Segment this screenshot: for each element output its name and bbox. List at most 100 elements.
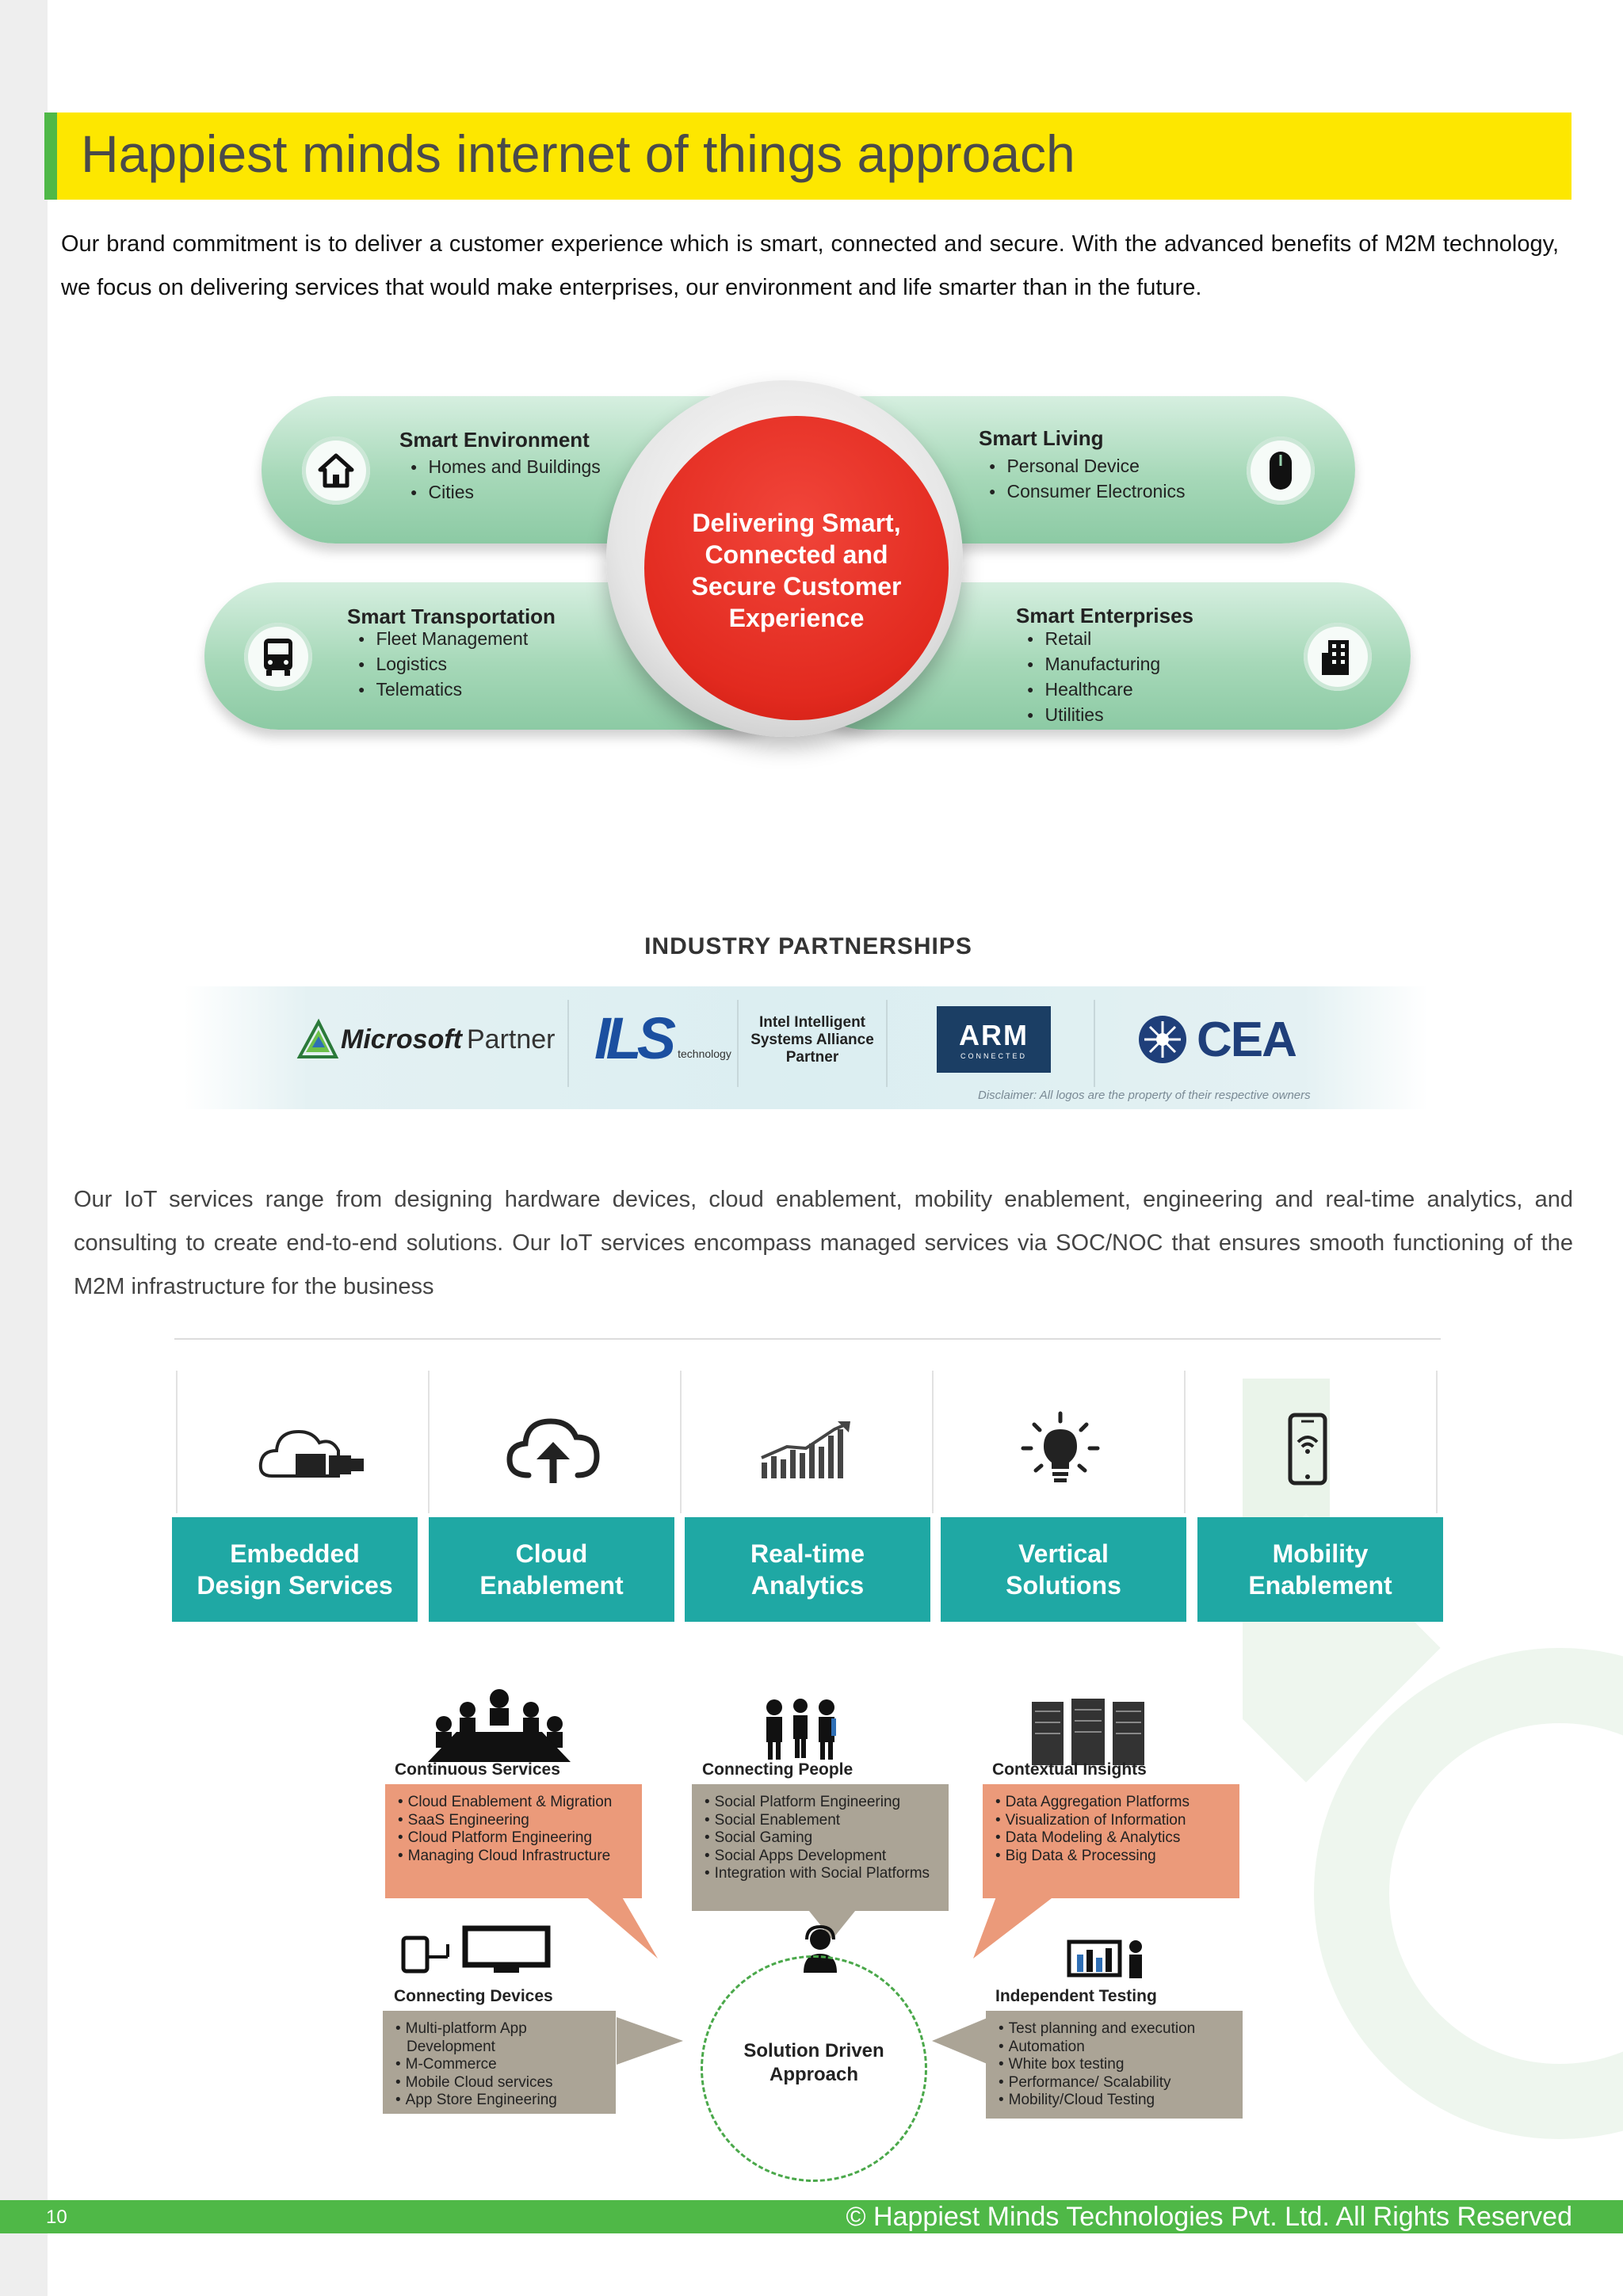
list-item: Cities bbox=[411, 481, 601, 506]
services-divider bbox=[174, 1338, 1441, 1340]
cea-logo: CEA bbox=[1135, 1008, 1297, 1071]
connecting-people-title: Connecting People bbox=[702, 1760, 854, 1779]
meeting-table-icon bbox=[428, 1689, 571, 1762]
page-title: Happiest minds internet of things approa… bbox=[81, 124, 1075, 183]
logo-divider bbox=[567, 1000, 569, 1087]
service-vertical-solutions: Vertical Solutions bbox=[941, 1517, 1186, 1622]
list-item: Cloud Platform Engineering bbox=[396, 1829, 631, 1848]
home-icon bbox=[302, 437, 370, 505]
list-item: SaaS Engineering bbox=[396, 1812, 631, 1830]
list-item: Social Apps Development bbox=[703, 1848, 938, 1866]
list-item: Mobility/Cloud Testing bbox=[997, 2092, 1232, 2110]
list-item: M-Commerce bbox=[394, 2056, 605, 2074]
independent-testing-title: Independent Testing bbox=[995, 1987, 1157, 2005]
list-item: Social Gaming bbox=[703, 1829, 938, 1848]
mobile-wifi-icon bbox=[1244, 1406, 1371, 1493]
intel-alliance-logo: Intel Intelligent Systems Alliance Partn… bbox=[750, 1014, 874, 1066]
list-item: Manufacturing bbox=[1027, 653, 1160, 678]
service-realtime-analytics: Real-time Analytics bbox=[685, 1517, 930, 1622]
smart-living-list: Personal Device Consumer Electronics bbox=[989, 455, 1185, 505]
logo-disclaimer: Disclaimer: All logos are the property o… bbox=[978, 1089, 1311, 1102]
logo-divider bbox=[737, 1000, 739, 1087]
list-item: App Store Engineering bbox=[394, 2092, 605, 2110]
list-item: Logistics bbox=[358, 653, 528, 678]
microsoft-partner-logo: Microsoft Partner bbox=[295, 1012, 556, 1067]
list-item: Telematics bbox=[358, 678, 528, 704]
smart-transportation-title: Smart Transportation bbox=[347, 605, 556, 628]
continuous-services-title: Continuous Services bbox=[395, 1760, 560, 1779]
testing-icon bbox=[1067, 1939, 1142, 1978]
list-item: Cloud Enablement & Migration bbox=[396, 1794, 631, 1812]
center-caption: Delivering Smart, Connected and Secure C… bbox=[691, 509, 902, 632]
list-item: White box testing bbox=[997, 2056, 1232, 2074]
service-embedded-design: Embedded Design Services bbox=[172, 1517, 418, 1622]
smart-enterprises-list: Retail Manufacturing Healthcare Utilitie… bbox=[1027, 627, 1160, 729]
list-item: Data Modeling & Analytics bbox=[994, 1829, 1228, 1848]
section-title-bar: Happiest minds internet of things approa… bbox=[44, 113, 1571, 200]
list-item: Test planning and execution bbox=[997, 2020, 1232, 2039]
smart-environment-list: Homes and Buildings Cities bbox=[411, 456, 601, 506]
list-item: Social Platform Engineering bbox=[703, 1794, 938, 1812]
cea-starburst-icon bbox=[1139, 1016, 1186, 1063]
arm-connected-logo: ARM CONNECTED bbox=[937, 1006, 1051, 1073]
list-item: Big Data & Processing bbox=[994, 1848, 1228, 1866]
left-margin-strip bbox=[0, 0, 48, 2296]
bar-chart-icon bbox=[743, 1406, 870, 1493]
list-item: Healthcare bbox=[1027, 678, 1160, 704]
list-item: Homes and Buildings bbox=[411, 456, 600, 481]
list-item: Personal Device bbox=[989, 455, 1185, 480]
list-item: Retail bbox=[1027, 627, 1160, 653]
list-item: Performance/ Scalability bbox=[997, 2074, 1232, 2092]
ils-logo: ILS technology bbox=[594, 1005, 731, 1071]
page-footer: 10 © Happiest Minds Technologies Pvt. Lt… bbox=[0, 2200, 1623, 2233]
list-item: Managing Cloud Infrastructure bbox=[396, 1848, 631, 1866]
list-item: Multi-platform App Development bbox=[394, 2020, 605, 2056]
partnerships-title: INDUSTRY PARTNERSHIPS bbox=[644, 933, 972, 959]
bus-icon bbox=[244, 623, 312, 691]
handshake-people-icon bbox=[766, 1699, 836, 1760]
list-item: Social Enablement bbox=[703, 1812, 938, 1830]
list-item: Integration with Social Platforms bbox=[703, 1865, 938, 1883]
list-item: Consumer Electronics bbox=[989, 480, 1185, 505]
building-icon bbox=[1304, 623, 1372, 691]
center-circle bbox=[644, 416, 949, 720]
smart-enterprises-title: Smart Enterprises bbox=[1016, 604, 1193, 627]
continuous-services-box: Cloud Enablement & Migration SaaS Engine… bbox=[385, 1784, 642, 1898]
smart-living-title: Smart Living bbox=[979, 426, 1104, 450]
partner-logo-band bbox=[184, 986, 1428, 1109]
independent-testing-box: Test planning and execution Automation W… bbox=[986, 2011, 1243, 2119]
services-paragraph: Our IoT services range from designing ha… bbox=[74, 1187, 1573, 1299]
cloud-usb-icon bbox=[252, 1406, 379, 1493]
mouse-icon bbox=[1247, 437, 1315, 505]
contextual-insights-title: Contextual Insights bbox=[992, 1760, 1147, 1779]
service-cloud-enablement: Cloud Enablement bbox=[429, 1517, 674, 1622]
intro-paragraph: Our brand commitment is to deliver a cus… bbox=[61, 231, 1559, 300]
service-mobility-enablement: Mobility Enablement bbox=[1197, 1517, 1443, 1622]
smart-environment-title: Smart Environment bbox=[399, 428, 590, 452]
connecting-people-box: Social Platform Engineering Social Enabl… bbox=[692, 1784, 949, 1911]
list-item: Mobile Cloud services bbox=[394, 2074, 605, 2092]
server-rack-icon bbox=[1032, 1699, 1144, 1765]
lightbulb-icon bbox=[997, 1406, 1124, 1493]
smart-transportation-list: Fleet Management Logistics Telematics bbox=[358, 627, 528, 704]
copyright-text: © Happiest Minds Technologies Pvt. Ltd. … bbox=[846, 2202, 1572, 2232]
solution-driven-caption: Solution Driven Approach bbox=[743, 2040, 884, 2085]
connecting-devices-title: Connecting Devices bbox=[394, 1987, 553, 2005]
connecting-devices-box: Multi-platform App Development M-Commerc… bbox=[383, 2011, 616, 2114]
devices-icon bbox=[401, 1925, 551, 1974]
microsoft-partner-mark-icon bbox=[296, 1018, 339, 1058]
list-item: Fleet Management bbox=[358, 627, 528, 653]
list-item: Visualization of Information bbox=[994, 1812, 1228, 1830]
contextual-insights-box: Data Aggregation Platforms Visualization… bbox=[983, 1784, 1239, 1898]
page-number: 10 bbox=[46, 2206, 67, 2228]
logo-divider bbox=[1094, 1000, 1095, 1087]
bottom-callout-tails bbox=[617, 2017, 989, 2065]
cloud-upload-icon bbox=[490, 1406, 617, 1493]
solution-circle bbox=[701, 1955, 927, 2182]
list-item: Data Aggregation Platforms bbox=[994, 1794, 1228, 1812]
logo-divider bbox=[886, 1000, 888, 1087]
background-decoration bbox=[1243, 1347, 1623, 2179]
title-accent bbox=[44, 113, 57, 200]
list-item: Automation bbox=[997, 2039, 1232, 2057]
list-item: Utilities bbox=[1027, 704, 1160, 729]
